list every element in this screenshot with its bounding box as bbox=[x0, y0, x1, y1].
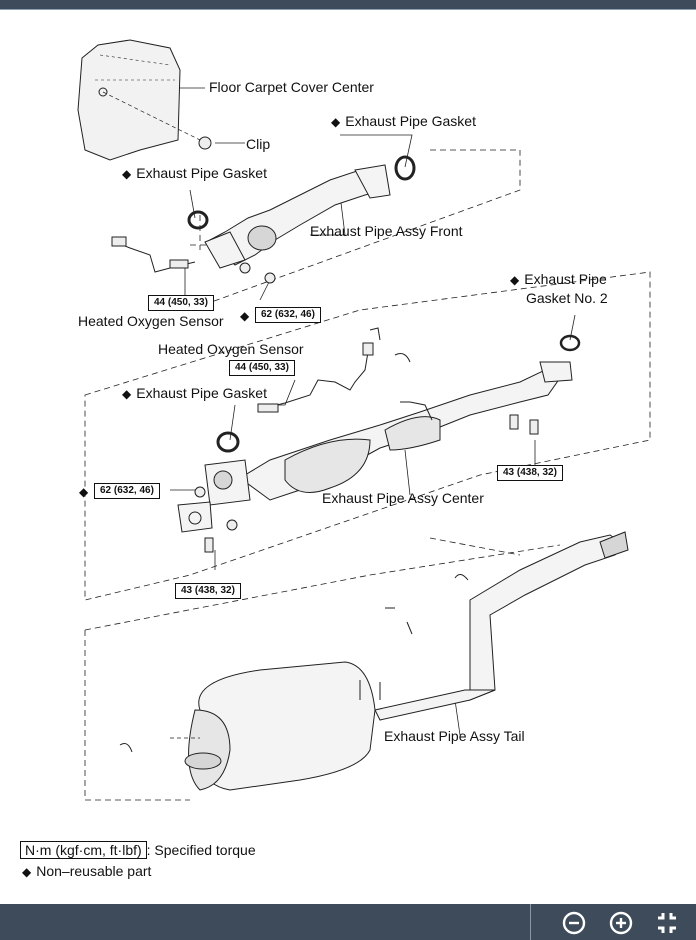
label-exhaust-pipe-assy-front: Exhaust Pipe Assy Front bbox=[310, 223, 463, 239]
gasket-no2-shape bbox=[559, 334, 581, 352]
legend-torque-unit: N·m (kgf·cm, ft·lbf) bbox=[20, 841, 147, 859]
bolts-shape bbox=[194, 262, 539, 553]
label-heated-oxygen-sensor-center: Heated Oxygen Sensor bbox=[158, 341, 304, 357]
top-bar bbox=[0, 0, 696, 10]
label-clip: Clip bbox=[246, 136, 271, 152]
viewer-toolbar bbox=[0, 904, 696, 940]
torque-center-right-bolt: 43 (438, 32) bbox=[497, 465, 563, 481]
label-exhaust-pipe-assy-center: Exhaust Pipe Assy Center bbox=[322, 490, 484, 506]
non-reusable-symbol: ◆ bbox=[240, 309, 250, 323]
torque-front-nut-wrap: ◆ bbox=[240, 307, 254, 324]
torque-front-nut: 62 (632, 46) bbox=[255, 307, 321, 323]
non-reusable-symbol: ◆ bbox=[79, 485, 89, 499]
floor-carpet-cover-shape bbox=[77, 39, 181, 161]
torque-center-left-nut: 62 (632, 46) bbox=[94, 483, 160, 499]
tail-pipe-shape bbox=[184, 531, 629, 791]
label-exhaust-pipe-gasket-top: ◆Exhaust Pipe Gasket bbox=[331, 113, 476, 129]
exhaust-diagram: Floor Carpet Cover Center Clip ◆Exhaust … bbox=[0, 10, 696, 904]
front-pipe-shape bbox=[204, 164, 391, 269]
torque-center-left-nut-wrap: ◆ bbox=[79, 483, 93, 500]
torque-front-sensor: 44 (450, 33) bbox=[148, 295, 214, 311]
non-reusable-symbol: ◆ bbox=[122, 167, 132, 181]
label-exhaust-pipe-assy-tail: Exhaust Pipe Assy Tail bbox=[384, 728, 525, 744]
non-reusable-symbol: ◆ bbox=[510, 273, 520, 287]
label-exhaust-pipe-gasket-no2-line1: ◆Exhaust Pipe bbox=[510, 271, 607, 287]
center-sensor-shape bbox=[264, 351, 369, 409]
zoom-out-button[interactable] bbox=[556, 904, 592, 940]
collapse-button[interactable] bbox=[649, 904, 685, 940]
gasket-center-shape bbox=[216, 431, 240, 453]
zoom-in-icon bbox=[609, 911, 633, 935]
zoom-in-button[interactable] bbox=[603, 904, 639, 940]
non-reusable-symbol: ◆ bbox=[331, 115, 341, 129]
label-exhaust-pipe-gasket-center: ◆Exhaust Pipe Gasket bbox=[122, 385, 267, 401]
legend-torque: N·m (kgf·cm, ft·lbf): Specified torque bbox=[20, 841, 256, 859]
label-heated-oxygen-sensor-front: Heated Oxygen Sensor bbox=[78, 313, 224, 329]
label-exhaust-pipe-gasket-no2-line2: Gasket No. 2 bbox=[526, 290, 608, 306]
clip-shape bbox=[198, 136, 212, 150]
zoom-out-icon bbox=[562, 911, 586, 935]
non-reusable-symbol: ◆ bbox=[122, 387, 132, 401]
legend-non-reusable: ◆Non–reusable part bbox=[22, 863, 152, 879]
label-exhaust-pipe-gasket-left: ◆Exhaust Pipe Gasket bbox=[122, 165, 267, 181]
hangers-shape bbox=[119, 327, 469, 753]
center-pipe-shape bbox=[177, 361, 573, 533]
diagram-drawing bbox=[77, 39, 651, 801]
torque-center-sensor: 44 (450, 33) bbox=[229, 360, 295, 376]
legend-torque-desc: : Specified torque bbox=[146, 842, 256, 858]
gasket-top-shape bbox=[394, 155, 416, 181]
toolbar-separator bbox=[530, 904, 531, 940]
collapse-fullscreen-icon bbox=[658, 913, 676, 933]
torque-center-lower-bolt: 43 (438, 32) bbox=[175, 583, 241, 599]
label-floor-carpet-cover-center: Floor Carpet Cover Center bbox=[209, 79, 374, 95]
non-reusable-symbol: ◆ bbox=[22, 865, 32, 879]
gasket-left-shape bbox=[187, 210, 209, 230]
